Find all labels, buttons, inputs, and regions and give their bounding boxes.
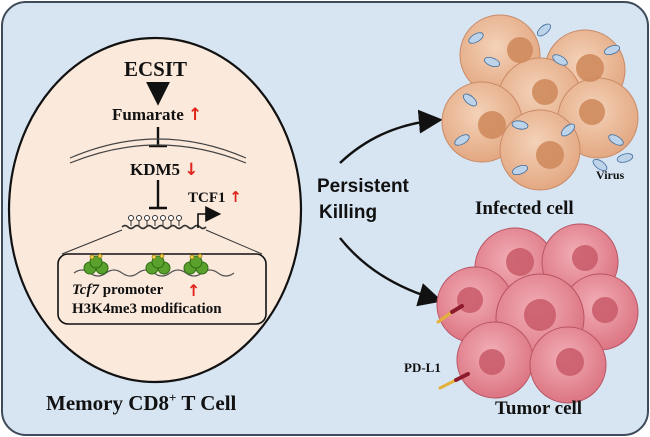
ecsit-label: ECSIT bbox=[124, 57, 188, 81]
cell-type-label: Memory CD8+ T Cell bbox=[46, 390, 236, 416]
kdm5-text: KDM5 bbox=[130, 160, 181, 179]
tumor-cell-label: Tumor cell bbox=[495, 398, 583, 419]
infected-cell-label: Infected cell bbox=[475, 198, 574, 219]
dna-strand bbox=[121, 215, 207, 230]
tcf1-text: TCF1 bbox=[188, 190, 226, 206]
kdm5-inhibits-promoter bbox=[149, 180, 167, 210]
killing-text: Killing bbox=[319, 202, 378, 223]
kdm5-down-arrow-icon: ↓ bbox=[184, 160, 199, 180]
promoter-label: Tcf7 promoter bbox=[72, 282, 163, 299]
pdl1-label: PD-L1 bbox=[404, 360, 441, 375]
modification-label: H3K4me3 modification bbox=[72, 301, 222, 317]
zoom-line-left bbox=[61, 229, 123, 255]
memory-t-cell-body bbox=[7, 36, 303, 384]
virus-label: Virus bbox=[596, 168, 625, 182]
cell-type-superscript: + bbox=[169, 390, 177, 405]
tumor-cell-cluster bbox=[436, 223, 639, 404]
pdl1-receptor-lower bbox=[438, 372, 470, 390]
tcf1-label: TCF1 ↑ bbox=[188, 188, 242, 207]
fumarate-inhibits-kdm5 bbox=[149, 127, 167, 148]
arrow-to-infected-cell bbox=[339, 109, 443, 164]
tcf1-up-arrow-icon: ↑ bbox=[229, 188, 242, 206]
kdm5-label: KDM5 ↓ bbox=[130, 160, 199, 180]
tcf7-gene-name: Tcf7 bbox=[72, 282, 99, 298]
cell-type-rest: T Cell bbox=[176, 391, 237, 415]
nuclear-membrane-outer bbox=[69, 138, 247, 159]
fumarate-text: Fumarate bbox=[112, 105, 184, 124]
fumarate-up-arrow-icon: ↑ bbox=[188, 105, 203, 125]
promoter-text: promoter bbox=[98, 282, 164, 298]
arrow-to-tumor-cell bbox=[339, 237, 443, 307]
transcription-start-arrow bbox=[197, 206, 222, 228]
nuclear-membrane-inner bbox=[69, 144, 247, 164]
fumarate-label: Fumarate ↑ bbox=[112, 105, 202, 125]
cell-type-main: Memory CD8 bbox=[46, 391, 170, 415]
promoter-up-arrow-icon: ↑ bbox=[187, 281, 201, 300]
persistent-text: Persistent bbox=[317, 176, 409, 197]
nucleosome-row bbox=[73, 253, 235, 277]
persistent-killing-label: Persistent Killing bbox=[317, 174, 409, 226]
zoom-line-right bbox=[205, 229, 263, 255]
pdl1-receptor-upper bbox=[436, 304, 464, 324]
infected-cell-cluster bbox=[441, 14, 639, 191]
